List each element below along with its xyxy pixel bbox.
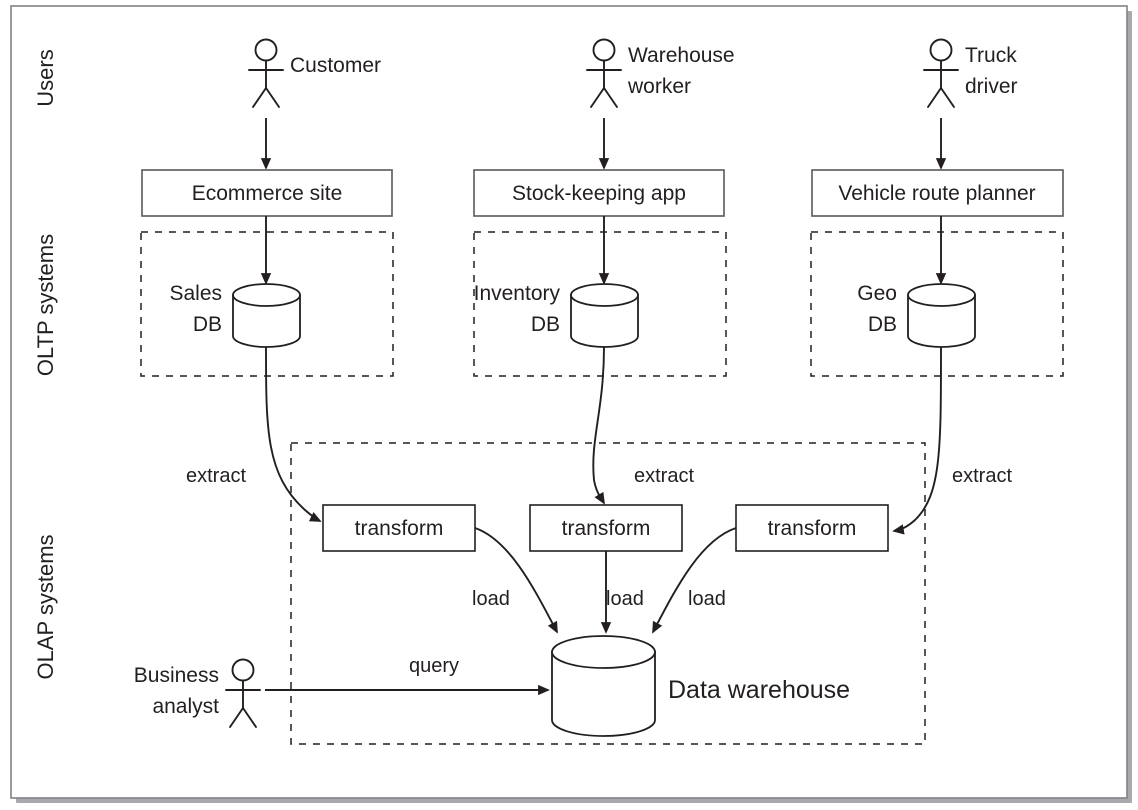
edge-label-extract-1: extract	[186, 465, 246, 487]
edge-label-query: query	[409, 655, 459, 677]
transform-box-3[interactable]: transform	[735, 504, 889, 552]
transform-label-1: transform	[355, 517, 444, 540]
actor-label-customer: Customer	[290, 54, 381, 77]
app-box-stock-keeping-app[interactable]: Stock-keeping app	[473, 169, 725, 217]
flow-load-transform1-to-warehouse	[474, 527, 558, 634]
data-warehouse-label: Data warehouse	[668, 676, 850, 704]
stick-figure-icon	[225, 658, 261, 728]
actor-label-warehouse-worker-line2: worker	[627, 75, 691, 98]
stick-figure-icon	[923, 38, 959, 108]
stick-figure-icon	[248, 38, 284, 108]
database-sales-db[interactable]: Sales DB	[169, 282, 301, 348]
transform-label-3: transform	[768, 517, 857, 540]
edge-label-load-1: load	[472, 588, 510, 610]
edge-label-extract-3: extract	[952, 465, 1012, 487]
app-box-ecommerce-site[interactable]: Ecommerce site	[141, 169, 393, 217]
actor-label-business-analyst-line2: analyst	[152, 695, 219, 718]
db-label-geo-line2: DB	[868, 313, 897, 336]
db-label-geo-line1: Geo	[857, 282, 897, 305]
actor-truck-driver[interactable]: Truck driver	[923, 38, 1018, 108]
swimlane-label-olap: OLAP systems	[33, 534, 58, 679]
db-label-sales-line2: DB	[193, 313, 222, 336]
actor-label-truck-driver-line2: driver	[965, 75, 1018, 98]
transform-box-1[interactable]: transform	[322, 504, 476, 552]
database-inventory-db[interactable]: Inventory DB	[474, 282, 639, 348]
app-label-vehicle-route-planner: Vehicle route planner	[838, 182, 1035, 205]
edge-label-load-2: load	[606, 588, 644, 610]
stick-figure-icon	[586, 38, 622, 108]
actor-business-analyst[interactable]: Business analyst	[134, 658, 261, 728]
app-label-ecommerce-site: Ecommerce site	[192, 182, 343, 205]
flow-extract-sales-to-transform1	[265, 346, 322, 522]
db-label-sales-line1: Sales	[169, 282, 222, 305]
data-warehouse[interactable]: Data warehouse	[551, 635, 850, 737]
actor-label-truck-driver-line1: Truck	[965, 44, 1017, 67]
db-label-inventory-line2: DB	[531, 313, 560, 336]
oltp-group-inventory	[473, 231, 727, 377]
swimlane-label-users: Users	[33, 49, 58, 106]
olap-group	[290, 442, 926, 745]
flow-load-transform3-to-warehouse	[652, 527, 737, 634]
actor-customer[interactable]: Customer	[248, 38, 381, 108]
oltp-group-geo	[810, 231, 1064, 377]
actor-label-warehouse-worker-line1: Warehouse	[628, 44, 735, 67]
db-label-inventory-line1: Inventory	[474, 282, 561, 305]
transform-label-2: transform	[562, 517, 651, 540]
flow-extract-inventory-to-transform2	[592, 346, 605, 505]
app-label-stock-keeping-app: Stock-keeping app	[512, 182, 686, 205]
transform-box-2[interactable]: transform	[529, 504, 683, 552]
edge-label-load-3: load	[688, 588, 726, 610]
database-geo-db[interactable]: Geo DB	[857, 282, 976, 348]
edge-label-extract-2: extract	[634, 465, 694, 487]
swimlane-label-oltp: OLTP systems	[33, 234, 58, 376]
app-box-vehicle-route-planner[interactable]: Vehicle route planner	[811, 169, 1064, 217]
actor-warehouse-worker[interactable]: Warehouse worker	[586, 38, 735, 108]
actor-label-business-analyst-line1: Business	[134, 664, 219, 687]
flow-extract-geo-to-transform3	[892, 346, 942, 535]
